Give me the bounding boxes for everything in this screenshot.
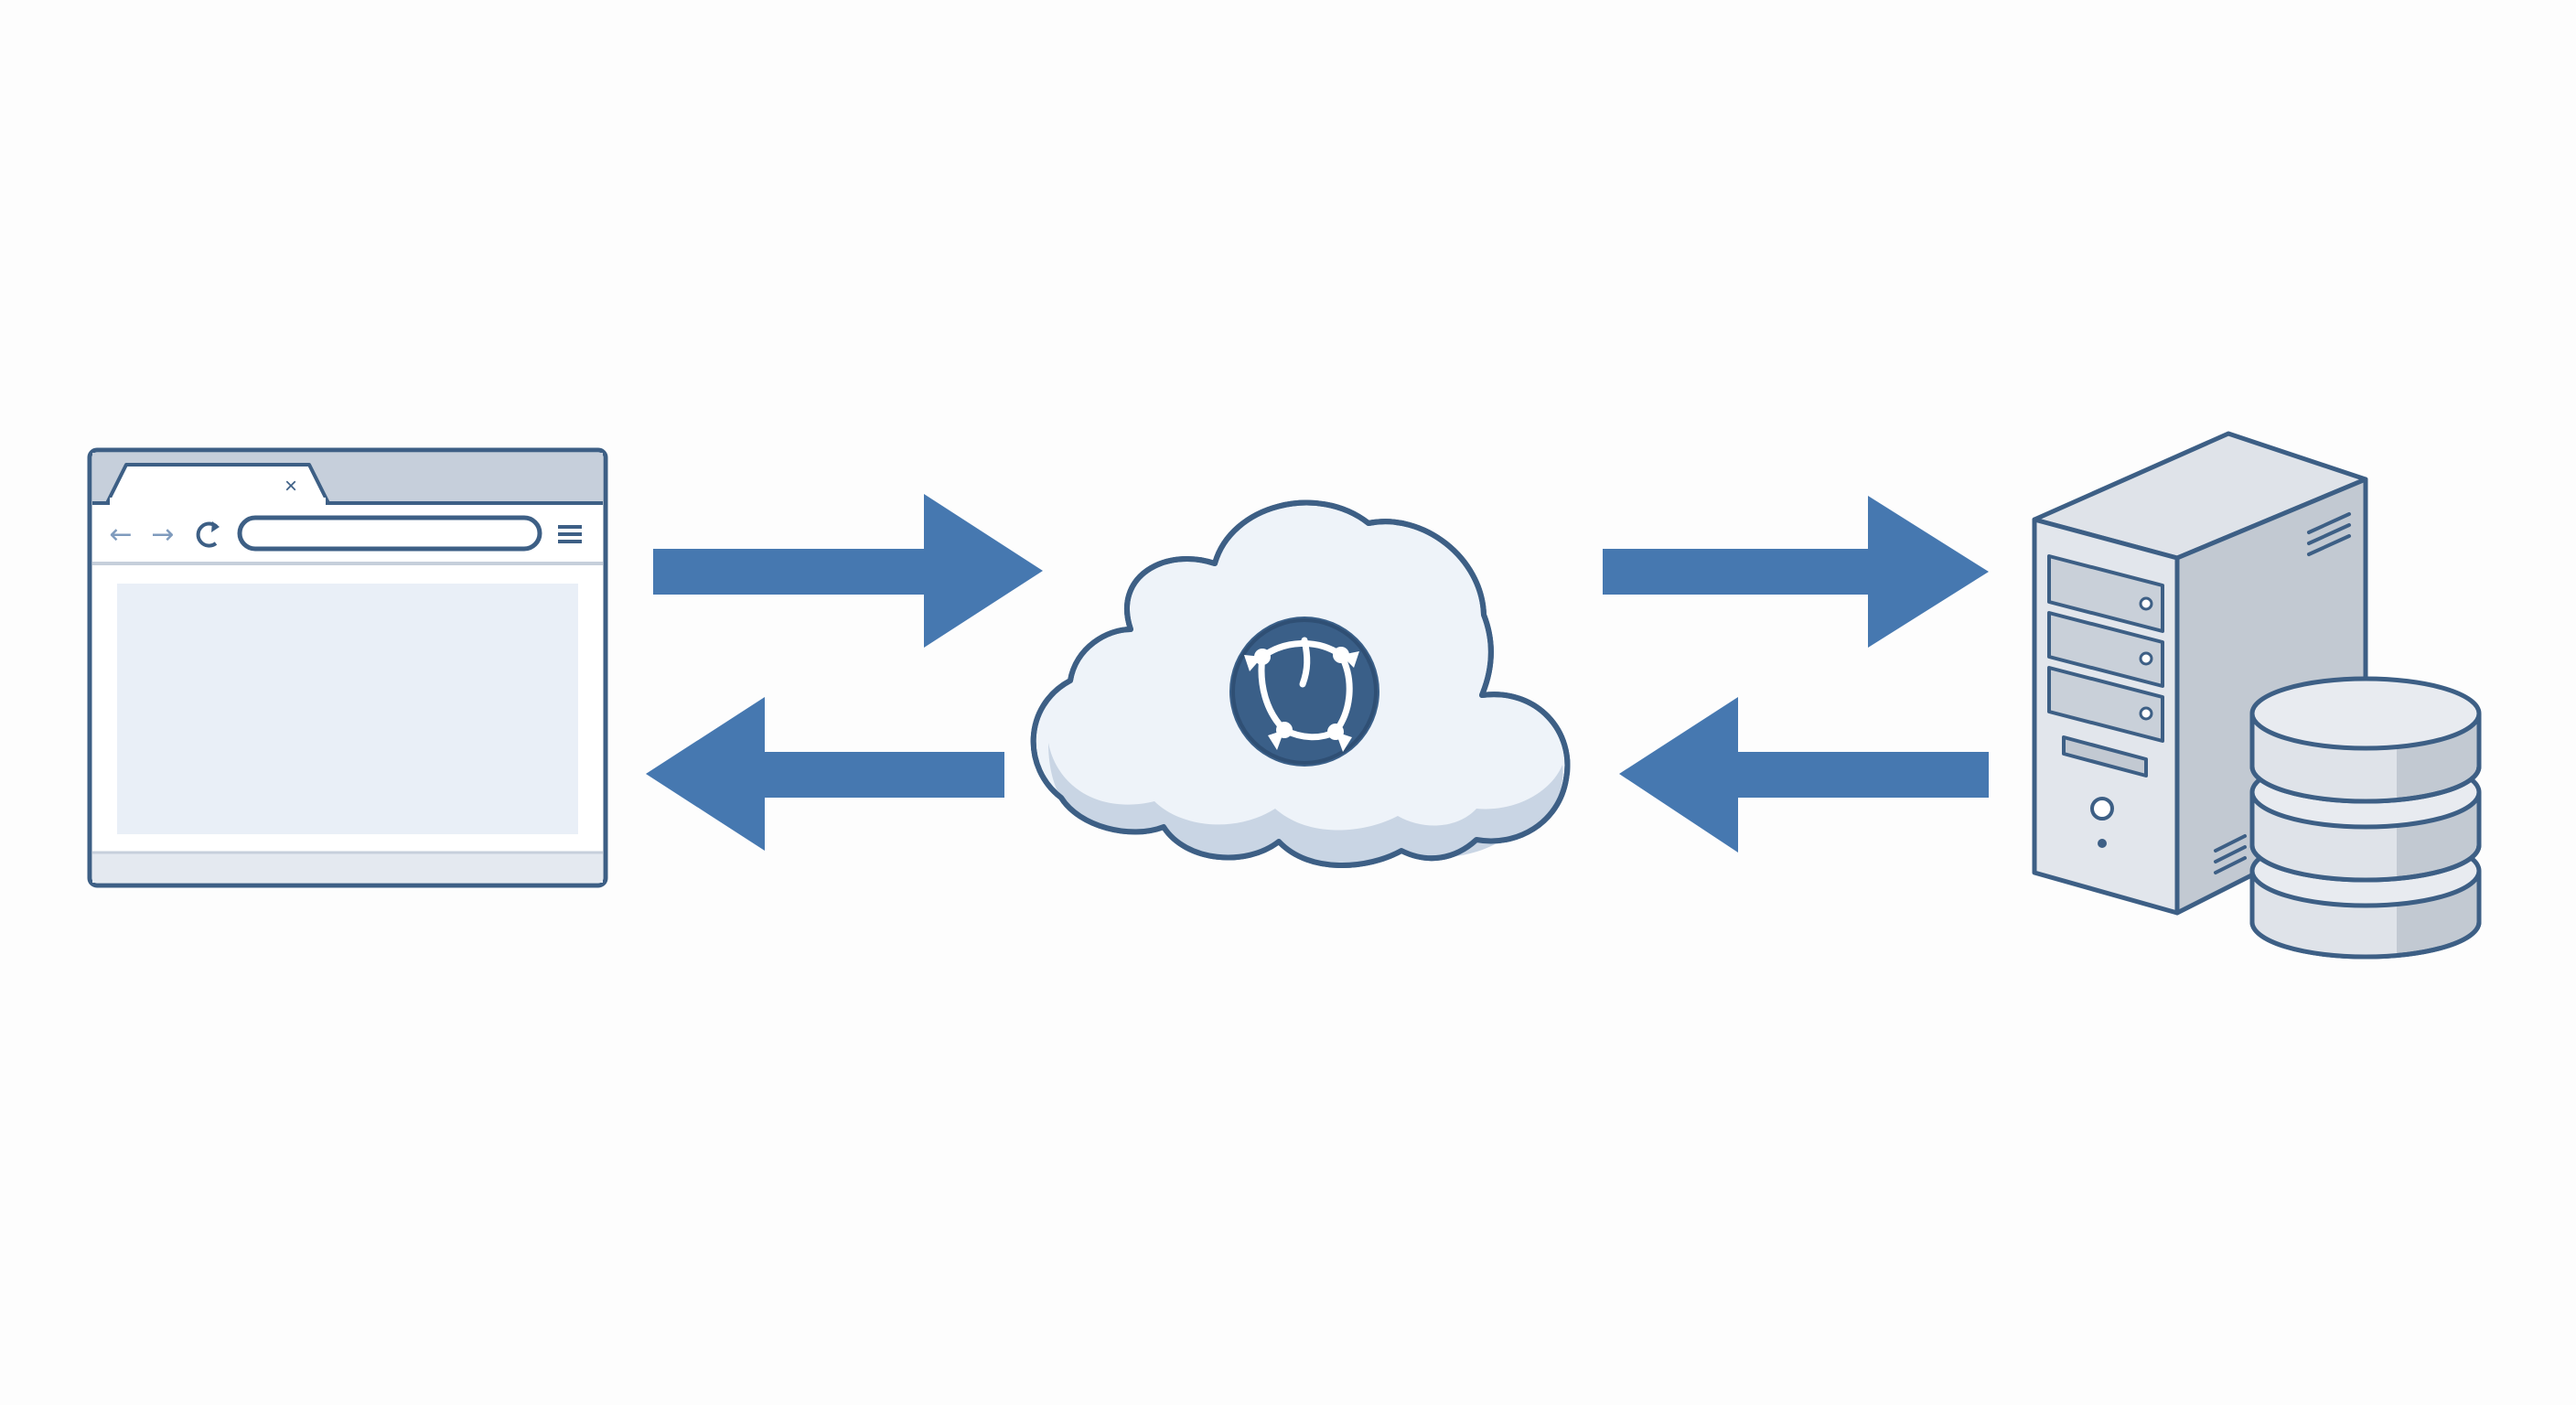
server-power-button — [2090, 797, 2114, 820]
cloud-shadow — [1048, 743, 1563, 866]
arrow-client-to-network — [653, 494, 1043, 648]
browser-window-icon: × ← → — [87, 447, 608, 888]
arrow-network-to-client — [646, 697, 1004, 851]
server-tower-icon — [2032, 431, 2368, 916]
database-icon — [2249, 676, 2482, 960]
server-vents — [2214, 512, 2351, 874]
browser-content-area — [117, 584, 578, 834]
reload-icon[interactable] — [196, 521, 220, 548]
close-tab-icon[interactable]: × — [284, 474, 297, 499]
browser-status-bar — [92, 853, 603, 883]
back-arrow-icon[interactable]: ← — [109, 519, 132, 551]
server-disk-slot — [2062, 735, 2148, 778]
cloud-icon — [1030, 499, 1571, 868]
server-drive-bays — [2047, 554, 2164, 743]
database-lid — [2249, 676, 2482, 751]
menu-icon[interactable] — [558, 525, 582, 543]
globe-icon — [1229, 617, 1379, 767]
arrow-network-to-server — [1603, 496, 1989, 648]
arrow-server-to-network — [1619, 697, 1989, 853]
address-bar[interactable] — [237, 515, 542, 552]
forward-arrow-icon[interactable]: → — [151, 519, 174, 551]
